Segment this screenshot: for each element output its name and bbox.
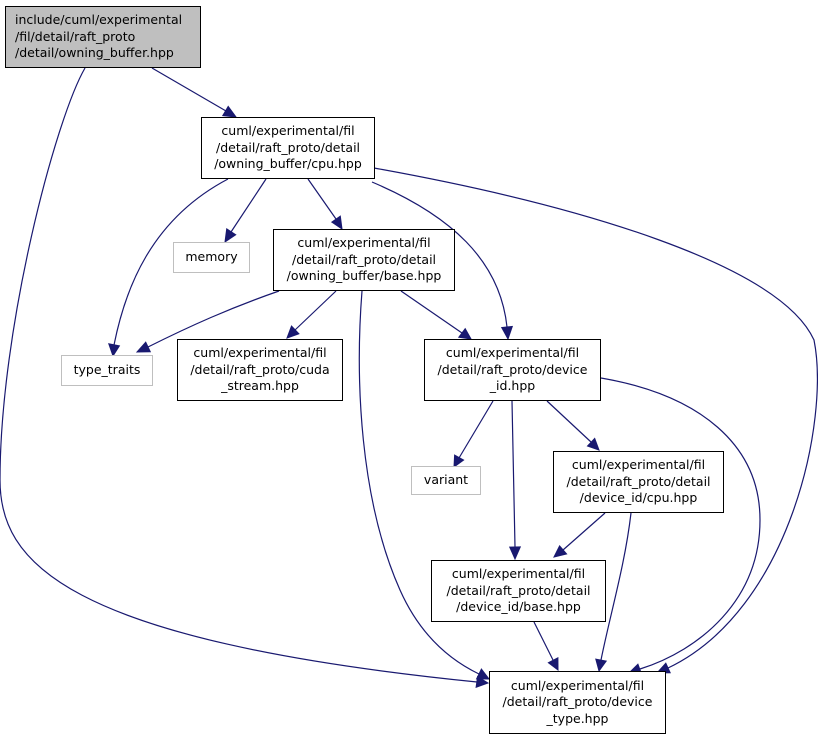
node-line: /device_id/base.hpp	[456, 599, 581, 615]
node-line: include/cuml/experimental	[15, 12, 183, 28]
edge-device-id-to-device-type	[600, 377, 761, 675]
node-line: cuml/experimental/fil	[445, 345, 580, 361]
edge-ob-cpu-to-device-type	[373, 167, 818, 674]
node-line: _id.hpp	[489, 378, 536, 394]
edge-ob-base-to-device-type	[358, 290, 491, 680]
edge-ob-base-to-type-traits	[135, 290, 280, 353]
node-line: _stream.hpp	[221, 378, 299, 394]
edge-device-id-to-did-cpu	[546, 400, 600, 451]
node-line: /fil/detail/raft_proto	[15, 28, 136, 44]
node-line: cuml/experimental/fil	[297, 235, 431, 251]
edge-did-base-to-device-type	[533, 621, 559, 672]
node-device-id[interactable]: cuml/experimental/fil /detail/raft_proto…	[424, 339, 601, 401]
edge-did-cpu-to-did-base	[553, 512, 606, 558]
node-line: cuml/experimental/fil	[451, 566, 586, 582]
edge-device-id-to-did-base	[508, 400, 522, 561]
node-line: /detail/owning_buffer.hpp	[15, 45, 174, 61]
edge-did-cpu-to-device-type	[595, 512, 632, 673]
node-line: /owning_buffer/base.hpp	[286, 268, 442, 284]
node-line: cuml/experimental/fil	[510, 677, 645, 693]
edge-device-id-to-variant	[453, 400, 494, 469]
node-memory: memory	[173, 242, 250, 273]
edge-ob-cpu-to-device-id	[371, 181, 514, 341]
node-line: /detail/raft_proto/detail	[215, 139, 361, 155]
node-device-id-base[interactable]: cuml/experimental/fil /detail/raft_proto…	[431, 560, 606, 622]
node-line: /detail/raft_proto/cuda	[190, 361, 330, 377]
node-type-traits: type_traits	[61, 355, 153, 386]
node-line: /detail/raft_proto/detail	[446, 582, 591, 598]
node-line: type_traits	[73, 362, 141, 378]
node-line: _type.hpp	[546, 710, 609, 726]
node-line: variant	[423, 472, 469, 488]
node-owning-buffer-root: include/cuml/experimental /fil/detail/ra…	[5, 6, 201, 68]
node-line: /device_id/cpu.hpp	[579, 490, 698, 506]
node-line: cuml/experimental/fil	[193, 345, 327, 361]
node-device-type[interactable]: cuml/experimental/fil /detail/raft_proto…	[489, 671, 666, 734]
node-variant: variant	[411, 466, 481, 495]
node-line: /detail/raft_proto/detail	[291, 251, 437, 267]
node-line: memory	[185, 249, 238, 265]
node-line: cuml/experimental/fil	[571, 457, 706, 473]
node-line: /detail/raft_proto/device	[437, 361, 588, 377]
edge-ob-cpu-to-memory	[224, 178, 267, 244]
node-line: /detail/raft_proto/device	[502, 694, 653, 710]
edge-ob-base-to-cuda-stream	[286, 290, 337, 339]
node-line: /owning_buffer/cpu.hpp	[214, 156, 362, 172]
edge-owning-buffer-to-ob-cpu	[151, 67, 238, 118]
node-owning-buffer-base[interactable]: cuml/experimental/fil /detail/raft_proto…	[273, 229, 455, 291]
node-line: cuml/experimental/fil	[221, 123, 355, 139]
edge-ob-cpu-to-ob-base	[307, 178, 343, 231]
node-cuda-stream[interactable]: cuml/experimental/fil /detail/raft_proto…	[177, 339, 343, 401]
edge-ob-cpu-to-type-traits	[108, 178, 229, 358]
node-line: /detail/raft_proto/detail	[566, 473, 711, 489]
node-owning-buffer-cpu[interactable]: cuml/experimental/fil /detail/raft_proto…	[201, 117, 375, 179]
edge-ob-base-to-device-id	[400, 290, 472, 340]
node-device-id-cpu[interactable]: cuml/experimental/fil /detail/raft_proto…	[553, 451, 724, 513]
